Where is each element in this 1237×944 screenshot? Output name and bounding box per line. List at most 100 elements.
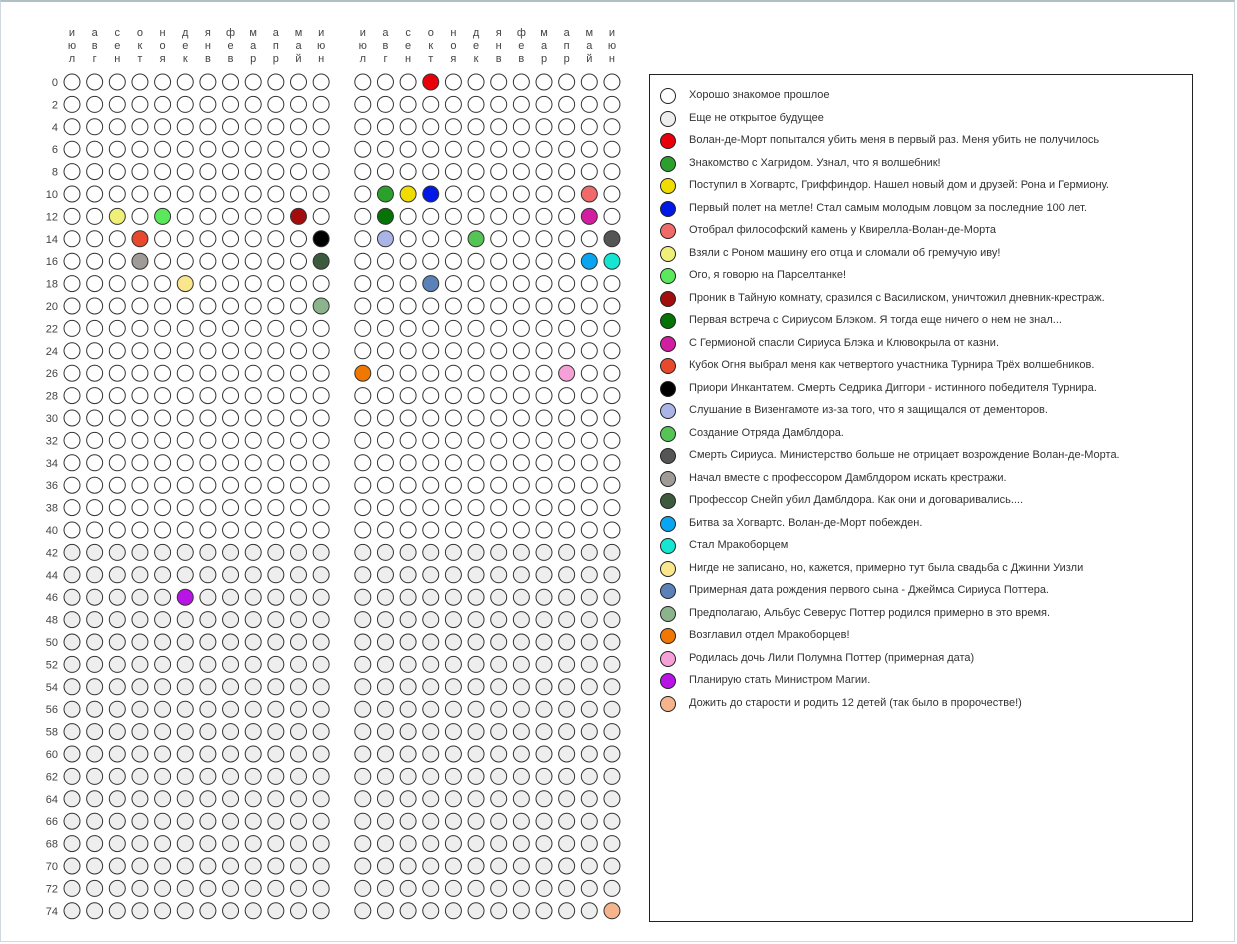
month-circle <box>244 95 262 113</box>
month-letter: п <box>564 40 570 52</box>
month-circle <box>603 95 621 113</box>
month-circle <box>558 723 576 741</box>
month-circle <box>176 118 194 136</box>
month-circle <box>176 521 194 539</box>
month-circle <box>108 499 126 517</box>
month-circle <box>154 73 172 91</box>
month-circle <box>603 543 621 561</box>
month-circle <box>422 678 440 696</box>
month-circle <box>603 454 621 472</box>
legend-label: Знакомство с Хагридом. Узнал, что я волш… <box>689 156 941 169</box>
month-circle <box>86 207 104 225</box>
month-circle <box>603 185 621 203</box>
month-circle <box>86 767 104 785</box>
month-circle <box>422 342 440 360</box>
month-circle <box>376 767 394 785</box>
month-circle <box>467 812 485 830</box>
month-circle <box>63 342 81 360</box>
month-circle <box>376 387 394 405</box>
month-circle <box>267 364 285 382</box>
month-circle <box>535 476 553 494</box>
month-circle <box>490 73 508 91</box>
month-letter: а <box>92 27 99 39</box>
month-circle <box>290 364 307 382</box>
month-circle <box>535 207 553 225</box>
month-circle <box>154 252 172 270</box>
month-circle <box>422 543 440 561</box>
month-circle <box>354 857 372 875</box>
month-circle <box>131 163 149 181</box>
month-circle <box>290 543 307 561</box>
month-circle <box>490 812 508 830</box>
row-label-58: 58 <box>46 727 58 739</box>
month-circle <box>312 902 330 920</box>
legend-label: Хорошо знакомое прошлое <box>689 89 830 101</box>
month-circle <box>290 521 307 539</box>
month-circle <box>222 588 240 606</box>
row-label-30: 30 <box>46 413 58 425</box>
month-circle <box>199 364 217 382</box>
month-circle <box>376 499 394 517</box>
month-circle <box>603 476 621 494</box>
month-circle <box>108 73 126 91</box>
month-circle <box>244 835 262 853</box>
month-circle <box>222 655 240 673</box>
month-header-1: авг <box>92 27 99 65</box>
month-circle <box>399 655 417 673</box>
month-circle <box>444 342 462 360</box>
event-month-circle <box>108 207 126 225</box>
month-circle <box>108 700 126 718</box>
month-circle <box>199 387 217 405</box>
month-circle <box>490 543 508 561</box>
month-letter: а <box>586 40 593 52</box>
month-circle <box>558 521 576 539</box>
month-circle <box>580 857 598 875</box>
month-circle <box>244 700 262 718</box>
month-circle <box>558 275 576 293</box>
month-circle <box>244 655 262 673</box>
month-circle <box>558 857 576 875</box>
month-circle <box>354 409 372 427</box>
legend-label: Кубок Огня выбрал меня как четвертого уч… <box>689 359 1095 371</box>
month-circle <box>131 207 149 225</box>
month-circle <box>603 655 621 673</box>
month-circle <box>244 879 262 897</box>
month-circle <box>580 723 598 741</box>
month-circle <box>354 566 372 584</box>
month-circle <box>444 275 462 293</box>
month-circle <box>558 700 576 718</box>
month-letter: я <box>160 53 166 65</box>
month-circle <box>131 902 149 920</box>
month-circle <box>512 588 530 606</box>
month-circle <box>290 499 307 517</box>
month-circle <box>176 812 194 830</box>
month-circle <box>558 118 576 136</box>
month-letter: г <box>93 53 97 65</box>
month-circle <box>154 454 172 472</box>
month-circle <box>512 566 530 584</box>
month-circle <box>63 118 81 136</box>
month-circle <box>312 611 330 629</box>
month-header-9: апр <box>273 27 280 65</box>
month-circle <box>376 655 394 673</box>
month-circle <box>222 857 240 875</box>
month-circle <box>267 655 285 673</box>
month-letter: в <box>518 53 524 65</box>
month-circle <box>199 633 217 651</box>
legend-swatch <box>660 245 676 262</box>
row-label-74: 74 <box>46 906 58 918</box>
month-circle <box>467 521 485 539</box>
month-circle <box>399 499 417 517</box>
month-circle <box>422 633 440 651</box>
month-circle <box>267 902 285 920</box>
month-circle <box>63 297 81 315</box>
month-letter: и <box>360 27 366 39</box>
legend-swatch <box>660 268 676 284</box>
month-circle <box>312 499 330 517</box>
month-circle <box>267 387 285 405</box>
month-circle <box>86 700 104 718</box>
month-circle <box>86 835 104 853</box>
month-circle <box>199 454 217 472</box>
month-circle <box>290 118 307 136</box>
